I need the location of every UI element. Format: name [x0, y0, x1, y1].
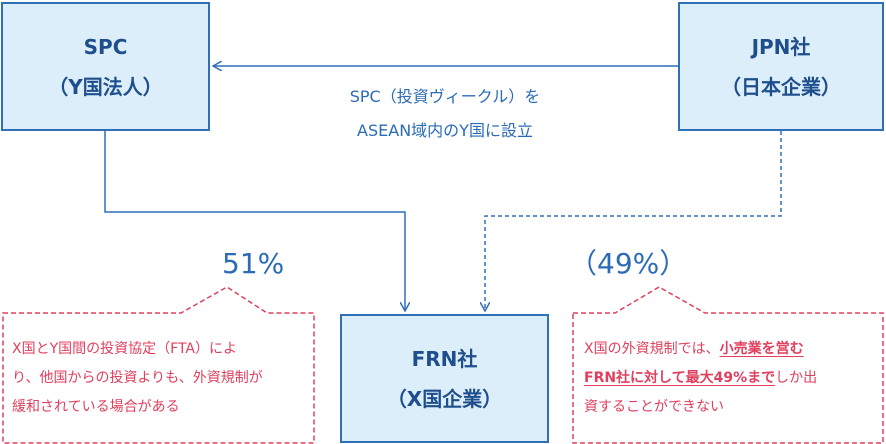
- spc-box: SPC （Y国法人）: [1, 2, 210, 131]
- spc-subtitle: （Y国法人）: [48, 74, 163, 99]
- callout-left-line1: X国とY国間の投資協定（FTA）によ: [12, 341, 237, 357]
- callout-left-shape: [2, 286, 315, 444]
- callout-left-line2: り、他国からの投資よりも、外資規制が: [12, 370, 263, 386]
- jpn-to-frn-dashed-arrow: [485, 131, 782, 311]
- callout-right-line1: X国の外資規制では、小売業を営む: [584, 335, 884, 364]
- callout-right-shape: [572, 286, 884, 444]
- jpn-stake-percent: （49%）: [569, 247, 688, 280]
- spc-to-frn-arrow: [104, 131, 405, 311]
- callout-right-line1-pre: X国の外資規制では、: [584, 341, 720, 357]
- establish-label-line1: SPC（投資ヴィークル）を: [349, 87, 541, 106]
- callout-right-line3: 資することができない: [584, 399, 724, 415]
- jpn-box: JPN社 （日本企業）: [678, 2, 884, 131]
- frn-box: FRN社 （X国企業）: [340, 314, 549, 443]
- callout-right: X国の外資規制では、小売業を営む FRN社に対して最大49%までしか出 資するこ…: [584, 335, 884, 422]
- callout-right-line2-emphasis: FRN社に対して最大49%まで: [584, 370, 776, 386]
- establish-label-line2: ASEAN域内のY国に設立: [357, 121, 533, 140]
- callout-right-line1-emphasis: 小売業を営む: [719, 341, 804, 357]
- callout-left: X国とY国間の投資協定（FTA）によ り、他国からの投資よりも、外資規制が 緩和…: [12, 335, 312, 422]
- callout-right-line2-post: しか出: [775, 370, 818, 386]
- callout-right-line2: FRN社に対して最大49%までしか出: [584, 364, 884, 393]
- jpn-subtitle: （日本企業）: [721, 74, 841, 99]
- jpn-name: JPN社: [751, 34, 811, 59]
- callout-left-line3: 緩和されている場合がある: [12, 399, 180, 415]
- frn-name: FRN社: [411, 346, 478, 371]
- spc-name: SPC: [83, 34, 128, 59]
- frn-subtitle: （X国企業）: [386, 386, 503, 411]
- spc-stake-percent: 51%: [222, 247, 285, 280]
